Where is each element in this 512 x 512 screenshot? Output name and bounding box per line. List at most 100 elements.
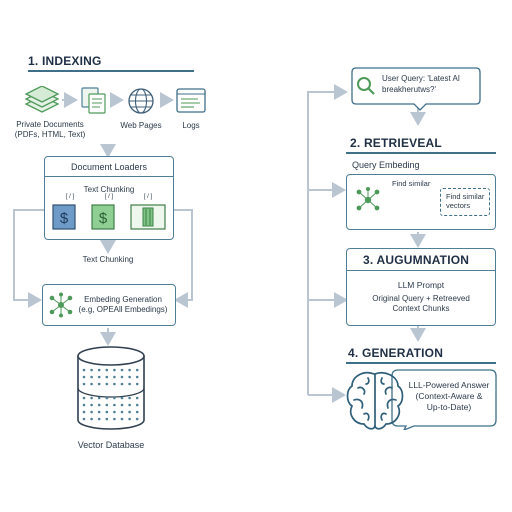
- db-dot: [120, 368, 124, 372]
- answer-speech-bubble: [391, 369, 497, 430]
- db-dot: [105, 410, 109, 414]
- vector-database-icon: [77, 346, 145, 430]
- db-dot: [82, 403, 86, 407]
- llm-prompt-title: LLM Prompt: [397, 280, 445, 290]
- llm-prompt-body: Original Query + Retreeved Context Chunk…: [372, 294, 470, 313]
- llm-answer-text: LLL-Powered Answer (Context-Aware & Up-t…: [408, 380, 490, 412]
- db-dot: [120, 410, 124, 414]
- query-embedding-label: Query Embeding: [352, 160, 420, 170]
- search-icon: [357, 77, 375, 95]
- generation-heading: 4. GENERATION: [348, 346, 444, 360]
- network-nodes-icon: [49, 292, 73, 318]
- db-dot: [105, 403, 109, 407]
- db-dot: [90, 396, 93, 400]
- db-dot: [82, 368, 86, 372]
- db-dot: [120, 396, 124, 400]
- brain-icon: [346, 371, 404, 430]
- db-dot: [105, 382, 109, 386]
- db-dot: [82, 375, 86, 379]
- db-dot: [135, 417, 139, 421]
- chunk-mark-2: [ / ]: [104, 194, 114, 200]
- find-similar-vectors-label: Find similar vectors: [446, 192, 485, 210]
- similar-vectors-box: Find similar vectors: [440, 188, 490, 216]
- db-dot: [82, 396, 86, 400]
- db-dot: [97, 410, 101, 414]
- db-dot: [97, 382, 101, 386]
- documents-icon: [81, 87, 106, 114]
- db-dot: [105, 417, 109, 421]
- retrieval-rule: [346, 152, 496, 154]
- db-dot: [120, 417, 124, 421]
- chunk-tile-dollar-green: $: [91, 204, 115, 230]
- db-dot: [82, 410, 86, 414]
- chunk-mark-3: [ / ]: [143, 194, 153, 200]
- embedding-generation-box: Embeding Generation (e.g, OPEAll Embedin…: [42, 284, 176, 326]
- document-stack-icon: [24, 86, 60, 113]
- db-dot: [113, 368, 116, 372]
- db-dot: [135, 368, 139, 372]
- db-dot: [113, 396, 116, 400]
- db-dot: [120, 382, 124, 386]
- right-loop-arrow: [174, 209, 193, 308]
- text-chunking-inner-label: Text Chunking: [83, 185, 135, 194]
- db-dot: [128, 417, 131, 421]
- db-dot: [113, 417, 116, 421]
- augmentation-heading: 3. AUGUMNATION: [363, 253, 470, 267]
- db-dot: [135, 403, 139, 407]
- db-dot: [120, 403, 124, 407]
- chunk-mark-1: [ / ]: [65, 194, 75, 200]
- user-query-text: User Query: 'Latest AI breakherutws?': [382, 74, 461, 94]
- db-dot: [113, 403, 116, 407]
- db-dot: [135, 375, 139, 379]
- db-dot: [128, 410, 131, 414]
- db-dot: [120, 375, 124, 379]
- vector-database-label: Vector Database: [77, 440, 145, 450]
- db-dot: [105, 396, 109, 400]
- db-dot: [128, 382, 131, 386]
- db-dot: [113, 382, 116, 386]
- web-pages-label: Web Pages: [120, 121, 162, 130]
- db-dot: [90, 375, 93, 379]
- db-dot: [128, 375, 131, 379]
- indexing-heading: 1. INDEXING: [28, 54, 102, 68]
- db-dot: [90, 403, 93, 407]
- db-dot: [90, 382, 93, 386]
- chunk-tile-bars: [130, 204, 166, 230]
- query-speech-bubble: [351, 67, 481, 111]
- private-docs-label: Private Documents (PDFs, HTML, Text): [14, 120, 86, 139]
- db-dot: [97, 417, 101, 421]
- document-loaders-title: Document Loaders: [70, 162, 148, 172]
- globe-icon: [128, 88, 154, 114]
- db-dot: [90, 410, 93, 414]
- trunk-to-query: [307, 84, 348, 395]
- db-dot: [135, 396, 139, 400]
- db-dot: [97, 403, 101, 407]
- db-dot: [128, 396, 131, 400]
- query-vector-icon: [356, 187, 380, 211]
- db-dot: [90, 368, 93, 372]
- find-similar-label: Find similar: [392, 179, 431, 188]
- svg-text:$: $: [99, 210, 108, 227]
- generation-rule: [346, 362, 496, 364]
- db-dot: [105, 368, 109, 372]
- db-dot: [90, 417, 93, 421]
- db-dot: [135, 382, 139, 386]
- svg-text:$: $: [60, 210, 69, 227]
- db-dot: [128, 368, 131, 372]
- db-dot: [113, 375, 116, 379]
- embedding-generation-label: Embeding Generation (e.g, OPEAll Embedin…: [78, 295, 168, 314]
- augmentation-box: 3. AUGUMNATION LLM Prompt Original Query…: [346, 248, 496, 326]
- chunk-tile-dollar-blue: $: [52, 204, 76, 230]
- indexing-rule: [28, 70, 194, 72]
- retrieval-heading: 2. RETRIEVEAL: [350, 136, 442, 150]
- logs-label: Logs: [182, 121, 200, 130]
- left-loop-arrow: [13, 209, 44, 308]
- db-dot: [128, 403, 131, 407]
- db-dot: [97, 375, 101, 379]
- db-dot: [113, 410, 116, 414]
- db-dot: [105, 375, 109, 379]
- db-dot: [97, 368, 101, 372]
- db-dot: [82, 382, 86, 386]
- loaders-divider: [45, 176, 173, 177]
- db-dot: [97, 396, 101, 400]
